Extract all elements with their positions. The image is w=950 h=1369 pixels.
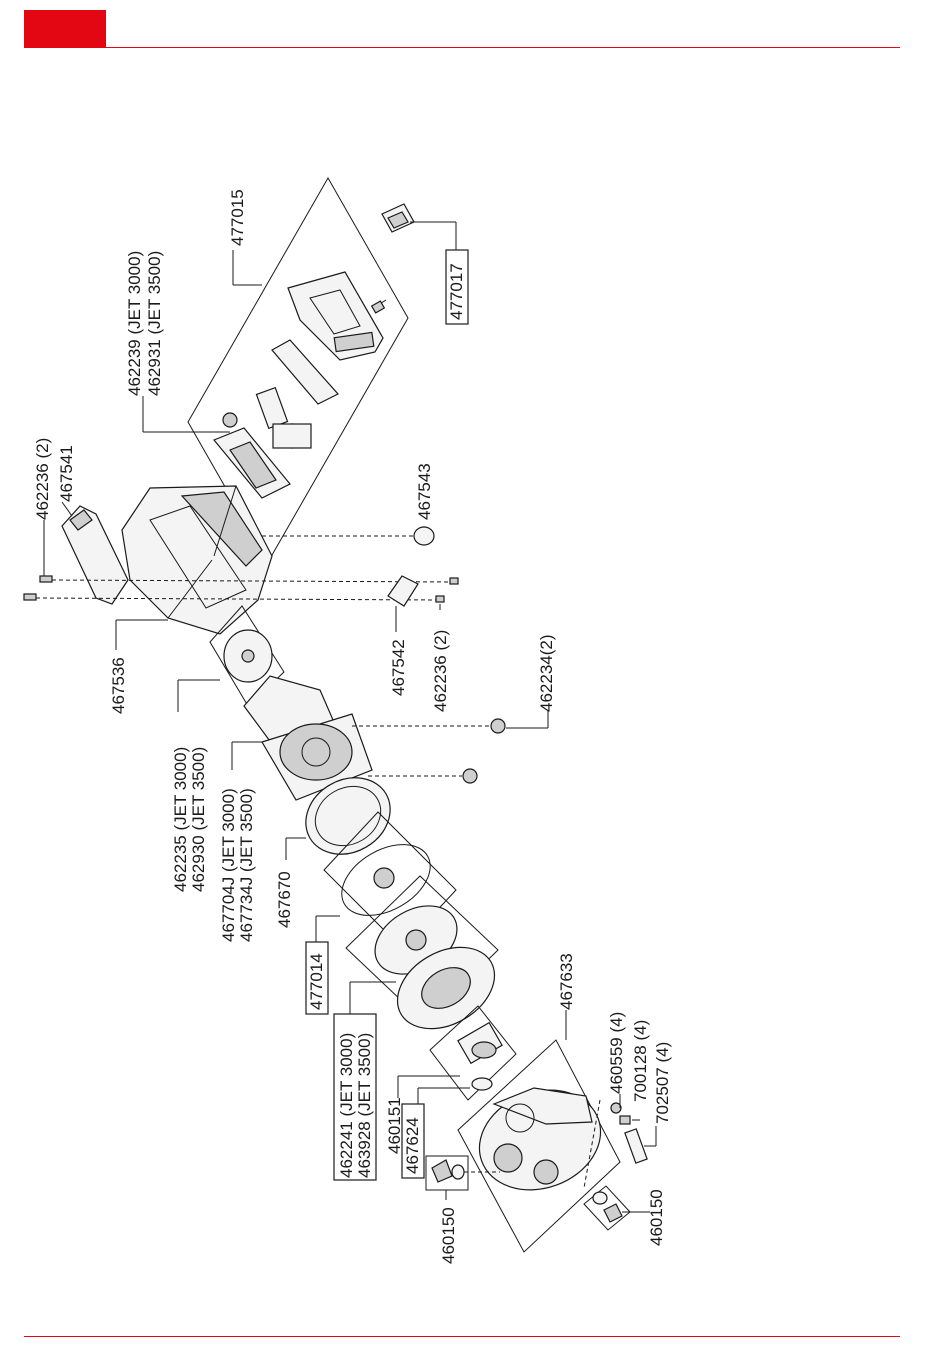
part-label-462239: 462239 (JET 3000): [125, 251, 144, 396]
o-ring-part: [471, 1077, 493, 1091]
part-label-467542: 467542: [389, 639, 408, 696]
part-label-467670: 467670: [275, 871, 294, 928]
part-label-477017: 477017: [447, 263, 466, 320]
part-label-467541: 467541: [57, 445, 76, 502]
part-label-462236-bottom: 462236 (2): [431, 630, 450, 712]
nut-small-part: [619, 1115, 631, 1125]
part-label-463928: 463928 (JET 3500): [355, 1033, 374, 1178]
part-label-462930: 462930 (JET 3500): [189, 747, 208, 892]
part-label-467543: 467543: [415, 463, 434, 520]
drain-plug-part-left: [431, 1159, 465, 1183]
part-label-462234: 462234(2): [537, 634, 556, 712]
header-accent-block: [24, 10, 106, 48]
part-label-700128: 700128 (4): [631, 1020, 650, 1102]
motor-housing-part: [121, 485, 273, 635]
header-rule: [106, 47, 900, 48]
part-label-462241: 462241 (JET 3000): [337, 1033, 356, 1178]
nut-part: [490, 718, 506, 734]
part-label-467704j: 467704J (JET 3000): [219, 788, 238, 942]
part-label-box-477017: [445, 249, 469, 325]
washer-part: [610, 1102, 622, 1114]
cover-plate-part: [387, 575, 419, 607]
part-label-box-477014: [305, 941, 329, 1015]
part-label-467734j: 467734J (JET 3500): [237, 788, 256, 942]
terminal-box-part: [213, 427, 291, 499]
fan-part: [209, 605, 285, 707]
part-label-477015: 477015: [228, 189, 247, 246]
part-label-467624: 467624: [403, 1117, 422, 1174]
part-label-702507: 702507 (4): [653, 1042, 672, 1124]
part-label-460150-right: 460150: [647, 1189, 666, 1246]
part-label-460559: 460559 (4): [607, 1012, 626, 1094]
pump-body-part: [478, 1087, 602, 1191]
handle-part: [61, 505, 129, 605]
ejector-part: [457, 1021, 503, 1065]
bolt-part: [624, 1128, 648, 1164]
knob-part: [413, 526, 435, 546]
part-label-462236-top: 462236 (2): [33, 438, 52, 520]
part-label-467633: 467633: [557, 953, 576, 1010]
footer-rule: [24, 1336, 900, 1337]
diffuser-kit-frame: [323, 811, 457, 949]
drain-plug-part-right: [592, 1191, 623, 1223]
pump-body-frame: [457, 1039, 621, 1253]
part-label-box-467624: [401, 1103, 425, 1179]
part-label-462235: 462235 (JET 3000): [171, 747, 190, 892]
switch-part: [381, 203, 415, 233]
ejector-kit-frame: [429, 1005, 517, 1101]
part-label-477014: 477014: [307, 953, 326, 1010]
part-label-460150-left: 460150: [439, 1207, 458, 1264]
capacitor-part: [222, 386, 312, 449]
part-label-box-462241: [333, 1013, 377, 1181]
nut-part-2: [462, 768, 478, 784]
circuit-board-part: [271, 339, 339, 405]
control-cover-part: [287, 271, 384, 361]
part-label-462931: 462931 (JET 3500): [145, 251, 164, 396]
part-label-460151: 460151: [385, 1097, 404, 1154]
part-label-467536: 467536: [109, 657, 128, 714]
